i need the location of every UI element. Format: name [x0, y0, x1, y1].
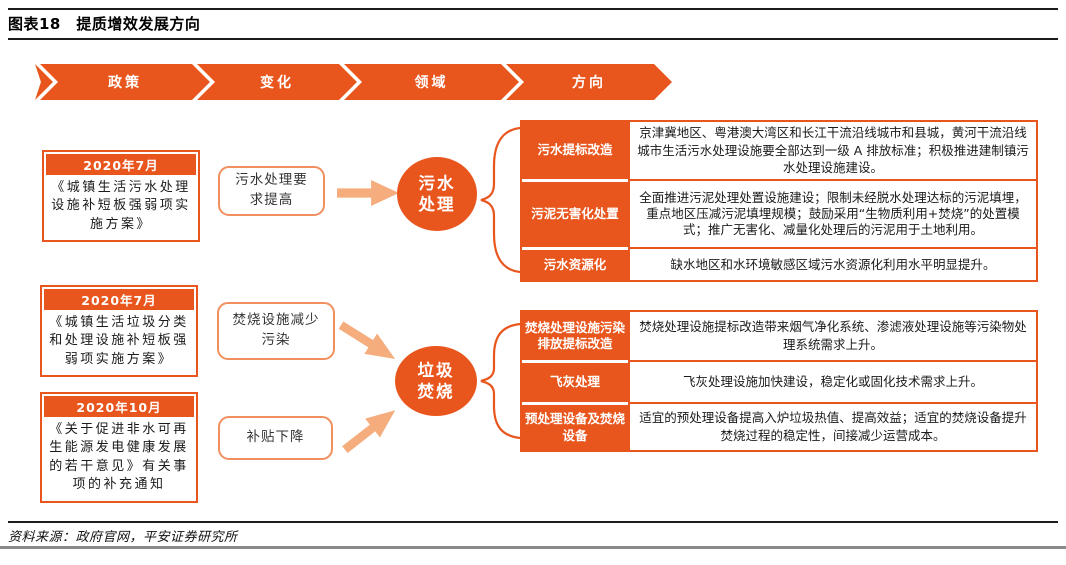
direction-desc-cell: 缺水地区和水环境敏感区域污水资源化利用水平明显提升。 — [628, 247, 1036, 280]
policy-title: 《城镇生活垃圾分类和处理设施补短板强弱项实施方案》 — [49, 315, 189, 367]
brace-icon — [480, 126, 522, 274]
direction-row: 污泥无害化处置 全面推进污泥处理处置设施建设；限制未经脱水处理达标的污泥填埋，重… — [522, 179, 1036, 247]
flow-arrow-icon — [337, 180, 399, 206]
flow-arrow-icon — [337, 401, 402, 459]
direction-desc-cell: 全面推进污泥处理处置设施建设；限制未经脱水处理达标的污泥填埋，重点地区压减污泥填… — [628, 179, 1036, 247]
direction-table-sewage: 污水提标改造 京津冀地区、粤港澳大湾区和长江干流沿线城市和县城，黄河干流沿线城市… — [520, 120, 1038, 282]
flow-arrow-icon — [335, 315, 402, 369]
footer-rule-thin — [8, 521, 1058, 523]
field-label-line: 处理 — [418, 195, 456, 214]
policy-date-header: 2020年7月 — [46, 154, 196, 175]
brace-icon — [480, 322, 522, 440]
field-label-line: 焚烧 — [417, 382, 455, 401]
footer-rule-thick — [0, 546, 1066, 549]
direction-label-cell: 预处理设备及焚烧设备 — [522, 402, 628, 450]
direction-label-cell: 污泥无害化处置 — [522, 179, 628, 247]
direction-desc-cell: 焚烧处理设施提标改造带来烟气净化系统、渗滤液处理设施等污染物处理系统需求上升。 — [628, 312, 1036, 360]
change-box-waste-2: 补贴下降 — [218, 416, 333, 460]
direction-row: 飞灰处理 飞灰处理设施加快建设，稳定化或固化技术需求上升。 — [522, 360, 1036, 402]
field-label-line: 污水 — [418, 173, 456, 193]
direction-desc-cell: 适宜的预处理设备提高入炉垃圾热值、提高效益；适宜的焚烧设备提升焚烧过程的稳定性，… — [628, 402, 1036, 450]
change-box-waste-1: 焚烧设施减少污染 — [217, 302, 335, 360]
direction-label-cell: 飞灰处理 — [522, 360, 628, 402]
policy-card-waste-2: 2020年10月 《关于促进非水可再生能源发电健康发展的若干意见》有关事项的补充… — [40, 392, 198, 503]
direction-label-cell: 焚烧处理设施污染排放提标改造 — [522, 312, 628, 360]
banner-step-policy: 政策 — [40, 64, 210, 100]
direction-label-cell: 污水提标改造 — [522, 122, 628, 179]
field-label-line: 垃圾 — [417, 360, 455, 380]
figure-title: 图表18 提质增效发展方向 — [8, 15, 201, 33]
banner-step-label: 变化 — [260, 75, 294, 91]
source-note: 资料来源：政府官网，平安证券研究所 — [8, 530, 238, 545]
policy-date-header: 2020年10月 — [44, 396, 194, 417]
direction-label-cell: 污水资源化 — [522, 247, 628, 280]
banner-step-change: 变化 — [197, 64, 357, 100]
policy-title: 《城镇生活污水处理设施补短板强弱项实施方案》 — [51, 180, 191, 232]
banner-step-label: 领域 — [414, 75, 449, 91]
policy-card-sewage: 2020年7月 《城镇生活污水处理设施补短板强弱项实施方案》 — [42, 150, 200, 243]
direction-row: 预处理设备及焚烧设备 适宜的预处理设备提高入炉垃圾热值、提高效益；适宜的焚烧设备… — [522, 402, 1036, 450]
direction-desc-cell: 京津冀地区、粤港澳大湾区和长江干流沿线城市和县城，黄河干流沿线城市生活污水处理设… — [628, 122, 1036, 179]
direction-row: 污水资源化 缺水地区和水环境敏感区域污水资源化利用水平明显提升。 — [522, 247, 1036, 280]
policy-title: 《关于促进非水可再生能源发电健康发展的若干意见》有关事项的补充通知 — [49, 422, 189, 493]
field-circle-waste: 垃圾 焚烧 — [395, 346, 477, 416]
title-rule-bottom — [8, 38, 1058, 40]
direction-table-waste: 焚烧处理设施污染排放提标改造 焚烧处理设施提标改造带来烟气净化系统、渗滤液处理设… — [520, 310, 1038, 452]
title-rule-top — [8, 8, 1058, 10]
change-box-sewage: 污水处理要求提高 — [218, 166, 325, 216]
direction-desc-cell: 飞灰处理设施加快建设，稳定化或固化技术需求上升。 — [628, 360, 1036, 402]
banner-step-label: 方向 — [572, 75, 606, 91]
policy-card-waste-1: 2020年7月 《城镇生活垃圾分类和处理设施补短板强弱项实施方案》 — [40, 285, 198, 378]
banner-step-label: 政策 — [108, 75, 142, 91]
field-circle-sewage: 污水 处理 — [397, 157, 477, 231]
banner-step-field: 领域 — [344, 64, 519, 100]
direction-row: 焚烧处理设施污染排放提标改造 焚烧处理设施提标改造带来烟气净化系统、渗滤液处理设… — [522, 312, 1036, 360]
direction-row: 污水提标改造 京津冀地区、粤港澳大湾区和长江干流沿线城市和县城，黄河干流沿线城市… — [522, 122, 1036, 179]
policy-date-header: 2020年7月 — [44, 289, 194, 310]
banner-step-direction: 方向 — [506, 64, 672, 100]
